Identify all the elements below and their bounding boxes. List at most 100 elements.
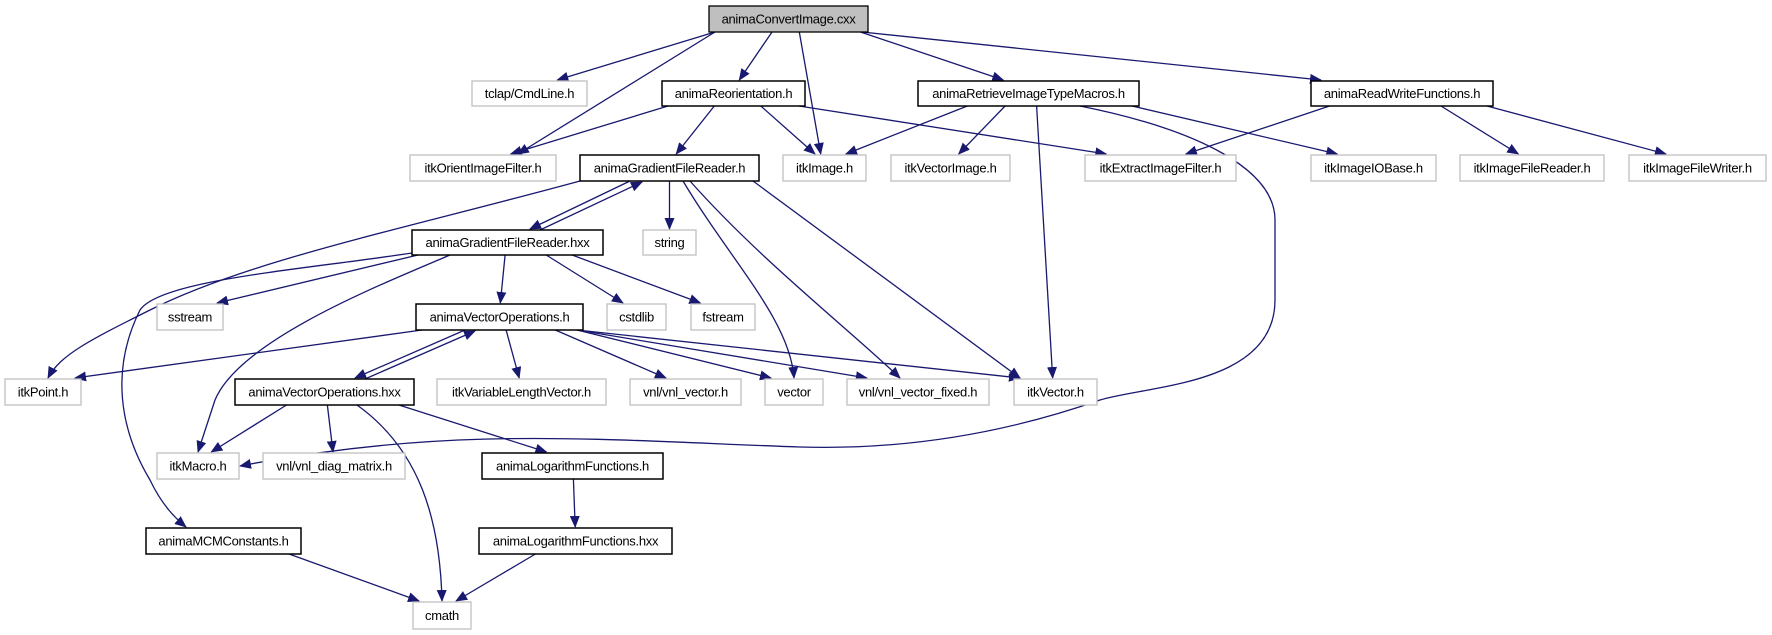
node-label: itkVector.h (1027, 385, 1084, 400)
node-box (661, 80, 806, 107)
node-point: itkPoint.h (4, 378, 82, 406)
edge-vecopsx-to-vecops (364, 330, 476, 380)
edge-vecops-to-vnlfixed (576, 329, 868, 382)
node-retrieve[interactable]: animaRetrieveImageTypeMacros.h (917, 80, 1140, 107)
node-label: animaConvertImage.cxx (722, 12, 857, 27)
node-vnlfixed: vnl/vnl_vector_fixed.h (846, 378, 990, 406)
node-vnlvec: vnl/vnl_vector.h (629, 378, 742, 406)
node-reorient[interactable]: animaReorientation.h (661, 80, 806, 107)
edge-vecops-to-vecopsx (354, 329, 466, 379)
node-cmath: cmath (412, 601, 472, 630)
edge-gfrx-to-fstream (571, 254, 702, 304)
node-label: vnl/vnl_vector_fixed.h (859, 385, 977, 400)
node-itkimage: itkImage.h (782, 154, 867, 182)
node-box (234, 378, 415, 406)
node-vecops[interactable]: animaVectorOperations.h (415, 303, 584, 331)
node-box (708, 5, 869, 33)
edge-reorient-to-gfr (675, 105, 715, 155)
node-label: itkPoint.h (18, 385, 69, 400)
node-itkvector: itkVector.h (1013, 378, 1098, 406)
node-reader: itkImageFileReader.h (1459, 154, 1605, 182)
node-string: string (642, 229, 697, 256)
edge-logfx-to-cmath (455, 553, 536, 602)
node-label: itkExtractImageFilter.h (1100, 161, 1222, 176)
node-label: animaGradientFileReader.hxx (426, 235, 591, 250)
node-box (1459, 154, 1605, 182)
node-logfx[interactable]: animaLogarithmFunctions.hxx (478, 527, 673, 555)
node-vecimage: itkVectorImage.h (890, 154, 1011, 182)
node-logf[interactable]: animaLogarithmFunctions.h (481, 452, 664, 480)
node-box (642, 229, 697, 256)
node-label: vnl/vnl_vector.h (643, 385, 728, 400)
node-box (145, 527, 302, 555)
node-gfrx[interactable]: animaGradientFileReader.hxx (411, 229, 604, 256)
edge-gfr-to-itkvector (752, 180, 1021, 379)
node-label: itkImage.h (796, 161, 853, 176)
node-box (415, 303, 584, 331)
edge-root-to-orient (516, 31, 716, 155)
node-box (409, 154, 557, 182)
node-box (764, 378, 824, 406)
node-label: itkMacro.h (170, 459, 227, 474)
node-varlen: itkVariableLengthVector.h (436, 378, 607, 406)
node-box (890, 154, 1011, 182)
edge-gfrx-to-cstdlib (545, 254, 624, 304)
node-label: cstdlib (619, 310, 654, 325)
edge-root-to-retrieve (860, 31, 1005, 82)
edge-logf-to-logfx (569, 478, 580, 528)
node-box (690, 303, 756, 331)
edge-mcm-to-cmath (288, 553, 420, 602)
edge-gfrx-to-gfr (539, 181, 643, 231)
node-label: string (655, 235, 685, 250)
node-box (4, 378, 82, 406)
node-label: animaVectorOperations.hxx (248, 385, 401, 400)
edge-vecops-to-itkvector (576, 329, 1021, 382)
node-label: itkVectorImage.h (904, 161, 996, 176)
edge-gfr-to-point (47, 180, 581, 379)
node-box (629, 378, 742, 406)
edge-retrieve-to-itkvector (1035, 105, 1058, 379)
node-gfr[interactable]: animaGradientFileReader.h (579, 154, 760, 182)
node-root[interactable]: animaConvertImage.cxx (708, 5, 869, 33)
node-label: itkOrientImageFilter.h (425, 161, 542, 176)
node-box (1628, 154, 1767, 182)
node-iobase: itkImageIOBase.h (1310, 154, 1437, 182)
node-macro: itkMacro.h (156, 452, 240, 480)
edge-gfrx-to-mcm (121, 252, 413, 528)
node-tclap: tclap/CmdLine.h (471, 80, 588, 107)
edge-root-to-readwrite (861, 31, 1322, 84)
node-fstream: fstream (690, 303, 756, 331)
node-label: itkImageFileReader.h (1474, 161, 1591, 176)
node-box (1013, 378, 1098, 406)
node-readwrite[interactable]: animaReadWriteFunctions.h (1310, 80, 1494, 107)
edge-reorient-to-extract (798, 105, 1108, 158)
node-label: animaLogarithmFunctions.h (496, 459, 649, 474)
node-label: fstream (702, 310, 743, 325)
edge-vecopsx-to-macro (210, 404, 287, 453)
node-box (156, 452, 240, 480)
edge-vecops-to-varlen (505, 329, 522, 379)
node-vecopsx[interactable]: animaVectorOperations.hxx (234, 378, 415, 406)
node-box (606, 303, 667, 331)
node-box (478, 527, 673, 555)
edge-vecops-to-vector (576, 329, 772, 381)
node-label: itkVariableLengthVector.h (452, 385, 591, 400)
edge-reorient-to-itkimage (760, 105, 816, 155)
node-box (782, 154, 867, 182)
edge-gfrx-to-sstream (216, 254, 419, 306)
node-box (411, 229, 604, 256)
node-box (412, 601, 472, 630)
edge-gfr-to-vnlfixed (689, 180, 901, 379)
node-box (262, 452, 406, 480)
node-label: vnl/vnl_diag_matrix.h (276, 459, 392, 474)
node-mcm[interactable]: animaMCMConstants.h (145, 527, 302, 555)
node-extract: itkExtractImageFilter.h (1084, 154, 1237, 182)
node-box (481, 452, 664, 480)
node-label: itkImageIOBase.h (1324, 161, 1423, 176)
node-box (156, 303, 224, 331)
node-box (436, 378, 607, 406)
edge-readwrite-to-reader (1440, 105, 1520, 155)
node-box (917, 80, 1140, 107)
edge-retrieve-to-iobase (1131, 105, 1339, 157)
